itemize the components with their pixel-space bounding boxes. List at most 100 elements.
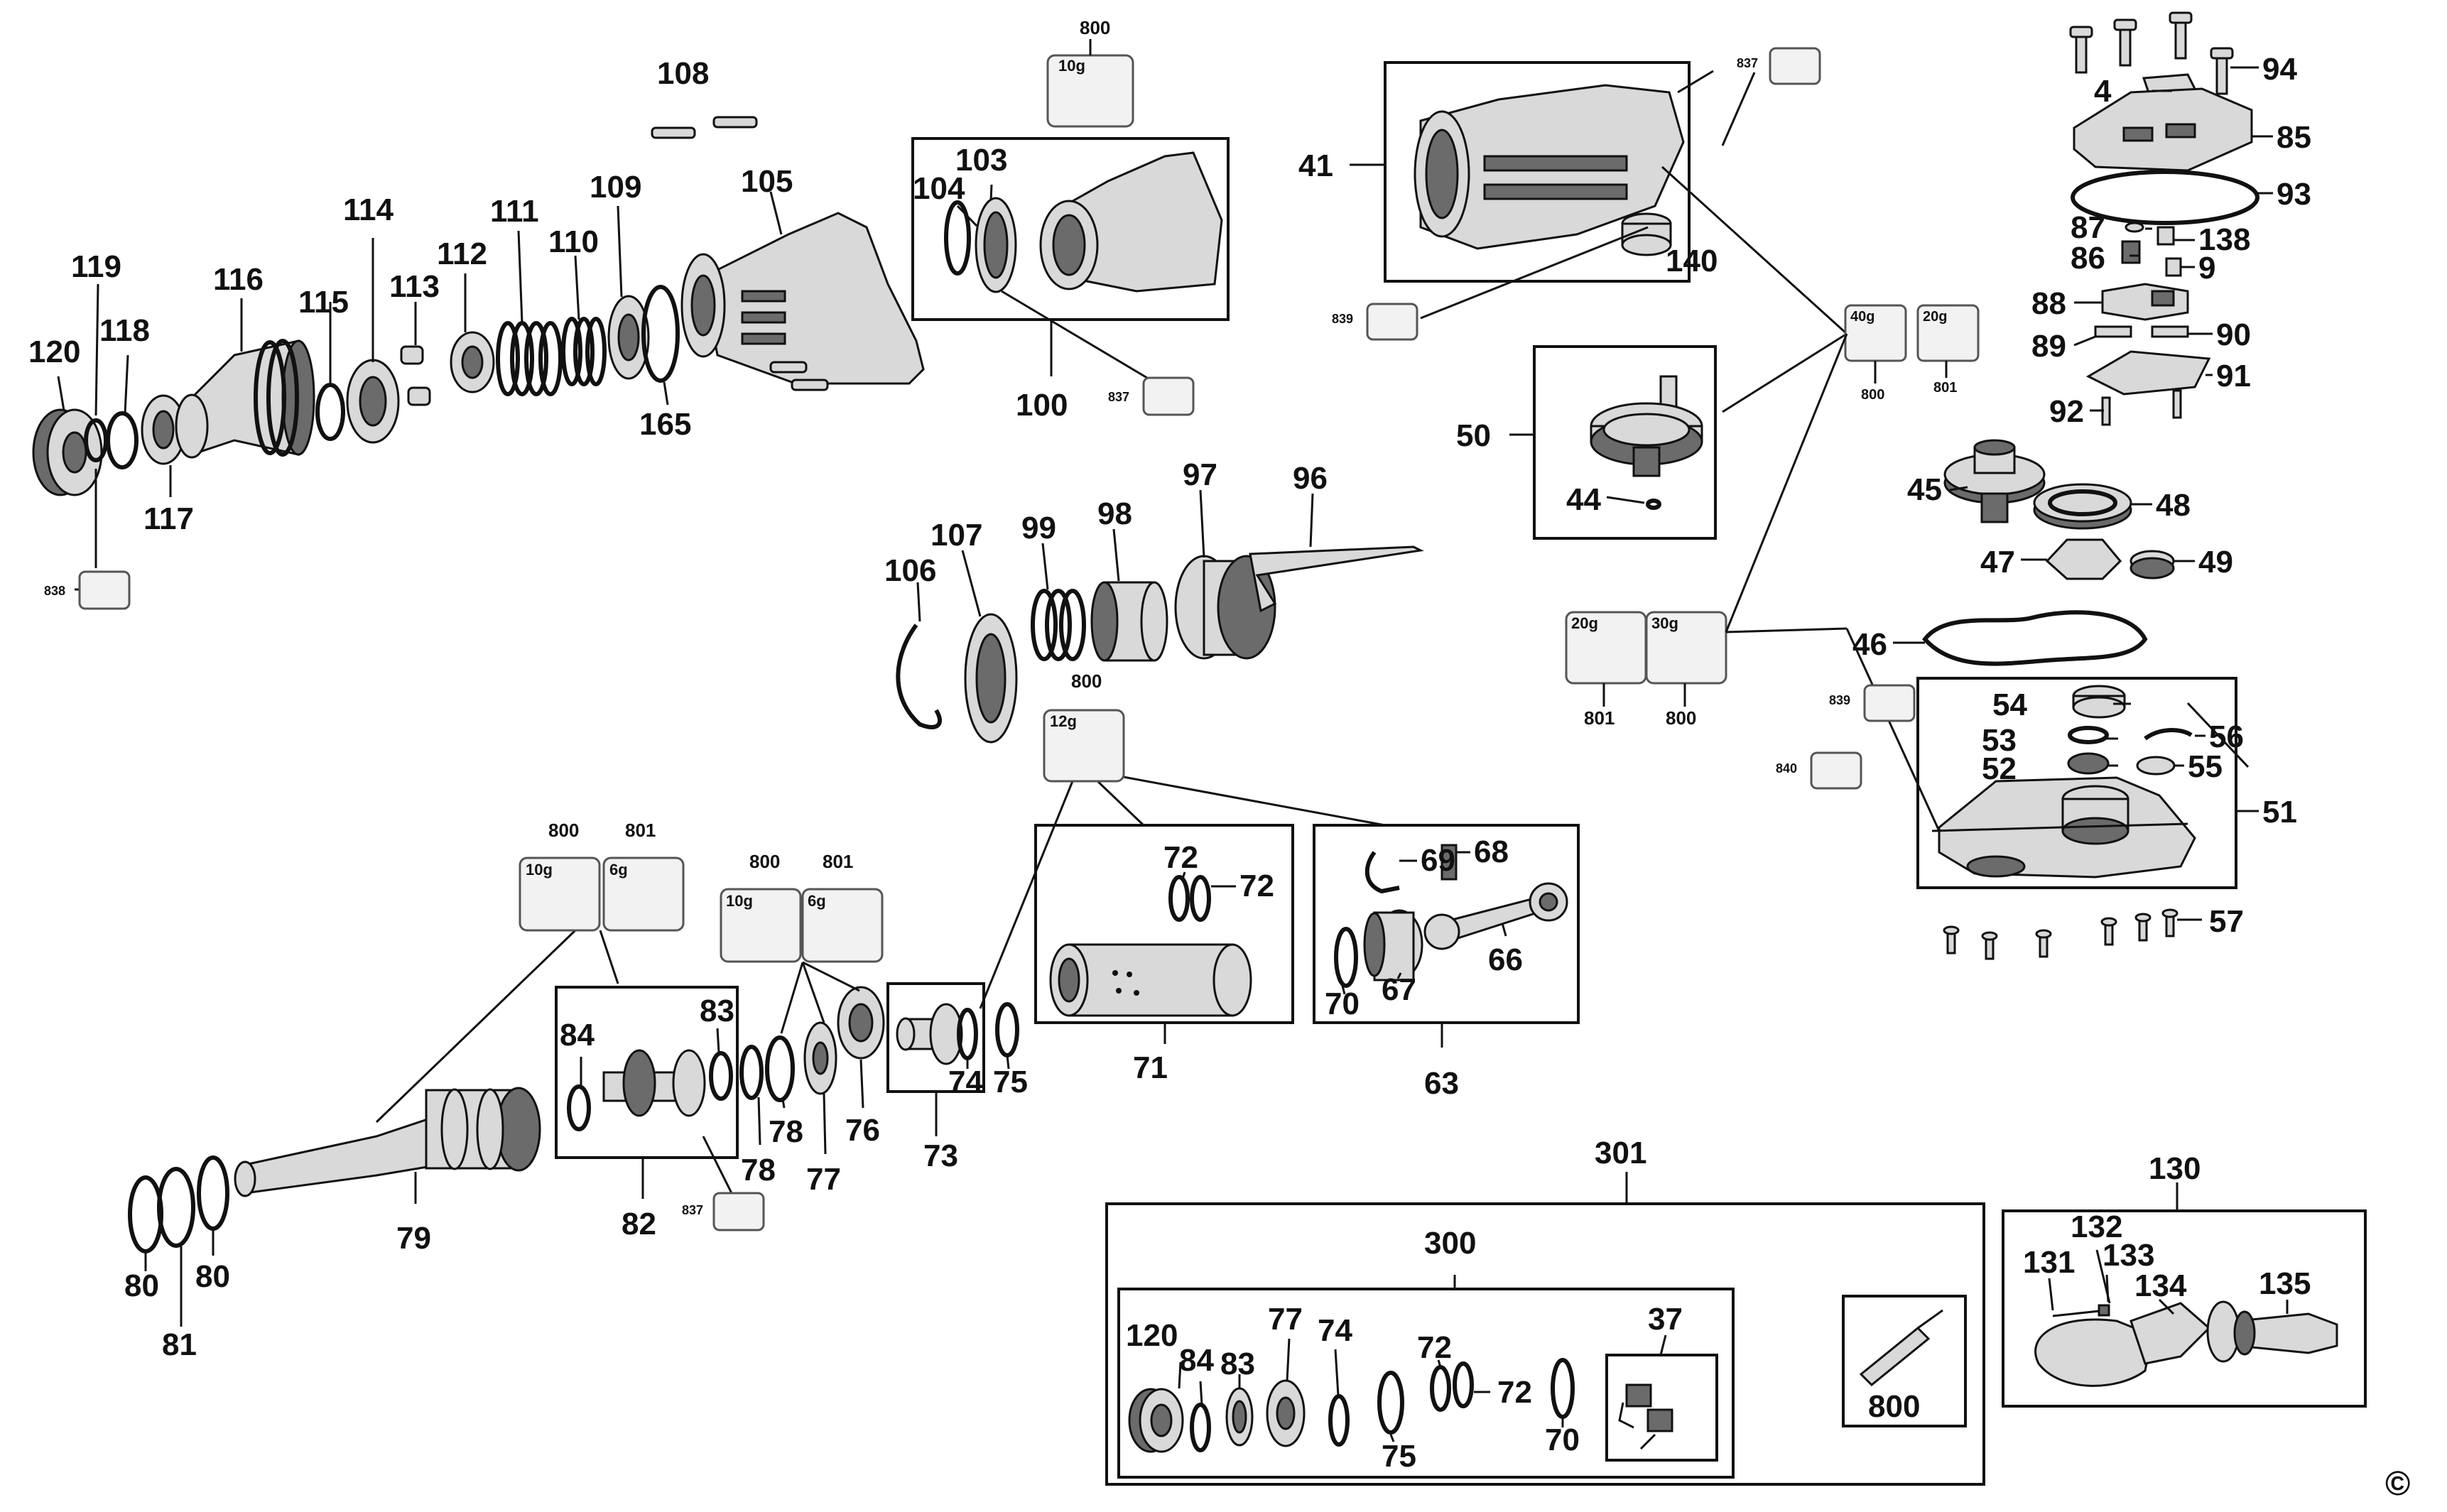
label-47: 47 <box>1980 545 2015 580</box>
washer-icon <box>1810 751 1862 790</box>
label-55: 55 <box>2188 749 2223 784</box>
label-111: 111 <box>490 194 539 229</box>
front-tool-holder-assembly <box>32 116 925 496</box>
drive-gears <box>1922 439 2175 666</box>
label-94: 94 <box>2262 52 2297 87</box>
label-80-right: 80 <box>195 1259 230 1294</box>
label-99: 99 <box>1021 511 1056 545</box>
grease-tube-icon <box>1916 304 1980 362</box>
label-82: 82 <box>622 1207 656 1241</box>
assembly-box-130 <box>2002 1209 2367 1408</box>
label-79: 79 <box>396 1221 431 1256</box>
grease-ref-800: 800 <box>1080 17 1110 38</box>
label-138: 138 <box>2198 222 2250 257</box>
label-97: 97 <box>1183 457 1217 492</box>
label-92: 92 <box>2049 394 2084 429</box>
leader-lines-middle <box>916 489 1314 622</box>
ref-837: 837 <box>682 1203 703 1217</box>
label-131: 131 <box>2023 1245 2075 1280</box>
grease-tube-icon <box>602 856 685 932</box>
carbon-brushes <box>1618 1383 1673 1450</box>
label-301: 301 <box>1595 1136 1646 1170</box>
label-44: 44 <box>1566 482 1601 517</box>
part-number-labels: 108 119 120 118 117 116 115 114 113 112 … <box>28 52 2311 1474</box>
assembly-box-301 <box>1105 1202 1985 1486</box>
grease-amount-6g: 6g <box>808 892 826 910</box>
assembly-box-300 <box>1117 1288 1735 1479</box>
label-108: 108 <box>657 56 709 91</box>
label-84-kit: 84 <box>1179 1343 1214 1378</box>
label-120: 120 <box>28 335 80 369</box>
label-70-kit: 70 <box>1545 1423 1580 1457</box>
grease-tube-icon <box>519 856 601 932</box>
ref-840: 840 <box>1776 761 1797 776</box>
label-52: 52 <box>1982 751 2017 786</box>
label-56: 56 <box>2209 719 2244 754</box>
gear-housing-assembly <box>944 151 1223 293</box>
label-78-upper: 78 <box>769 1114 803 1149</box>
label-116: 116 <box>213 262 264 297</box>
brush-box-37 <box>1605 1354 1718 1462</box>
label-114: 114 <box>343 192 394 227</box>
label-98: 98 <box>1097 496 1132 531</box>
label-72-right: 72 <box>1239 869 1274 903</box>
assembly-box-41 <box>1384 61 1691 283</box>
label-105: 105 <box>741 164 793 199</box>
ref-838: 838 <box>44 584 65 598</box>
label-63: 63 <box>1424 1066 1459 1101</box>
label-69: 69 <box>1421 843 1455 878</box>
grease-amount-12g: 12g <box>1050 712 1077 730</box>
label-9: 9 <box>2198 251 2215 285</box>
label-66: 66 <box>1488 942 1523 977</box>
label-57: 57 <box>2209 904 2244 939</box>
assembly-box-63 <box>1313 824 1580 1024</box>
grease-amount-30g: 30g <box>1651 614 1678 632</box>
label-96: 96 <box>1293 461 1328 496</box>
grease-amount-10g: 10g <box>1058 57 1085 75</box>
label-120-kit: 120 <box>1126 1318 1178 1353</box>
assembly-box-82 <box>555 986 739 1159</box>
label-107: 107 <box>930 518 982 553</box>
label-87: 87 <box>2071 210 2105 245</box>
label-71: 71 <box>1133 1050 1168 1085</box>
label-72-kit-b: 72 <box>1497 1375 1532 1410</box>
grease-tube-icon <box>1645 611 1727 685</box>
label-80-left: 80 <box>124 1268 159 1303</box>
label-46: 46 <box>1852 627 1887 662</box>
grease-amount-40g: 40g <box>1850 309 1874 325</box>
label-84: 84 <box>560 1018 595 1053</box>
ref-800: 800 <box>749 851 780 872</box>
grease-tube-icon <box>801 888 884 963</box>
label-81: 81 <box>162 1327 197 1362</box>
washer-icon <box>1366 303 1418 341</box>
label-103: 103 <box>955 143 1007 178</box>
label-118: 118 <box>99 313 150 348</box>
ref-839: 839 <box>1332 312 1353 326</box>
label-104: 104 <box>913 171 965 206</box>
label-109: 109 <box>590 170 641 205</box>
ref-800: 800 <box>1071 670 1102 692</box>
label-90: 90 <box>2216 317 2251 352</box>
label-86: 86 <box>2071 241 2105 276</box>
label-133: 133 <box>2103 1238 2154 1273</box>
motor-cover-parts <box>2069 11 2259 426</box>
label-74-kit: 74 <box>1318 1313 1352 1348</box>
label-37: 37 <box>1648 1302 1683 1337</box>
ref-801: 801 <box>1933 380 1957 396</box>
label-106: 106 <box>884 553 936 588</box>
grease-tube-icon <box>1043 709 1125 783</box>
service-kit-parts <box>1128 1358 1575 1453</box>
leader-lines-top-right <box>2073 66 2273 412</box>
label-93: 93 <box>2277 177 2311 212</box>
label-300: 300 <box>1424 1226 1476 1261</box>
label-74: 74 <box>948 1065 983 1099</box>
label-119: 119 <box>71 249 121 284</box>
label-72-upper: 72 <box>1163 840 1198 875</box>
label-75: 75 <box>993 1065 1028 1099</box>
label-75-kit: 75 <box>1382 1439 1416 1474</box>
leader-lines-top-left <box>57 191 783 591</box>
label-135: 135 <box>2259 1266 2311 1301</box>
label-112: 112 <box>437 236 487 271</box>
gear-cover-assembly <box>1938 685 2196 879</box>
